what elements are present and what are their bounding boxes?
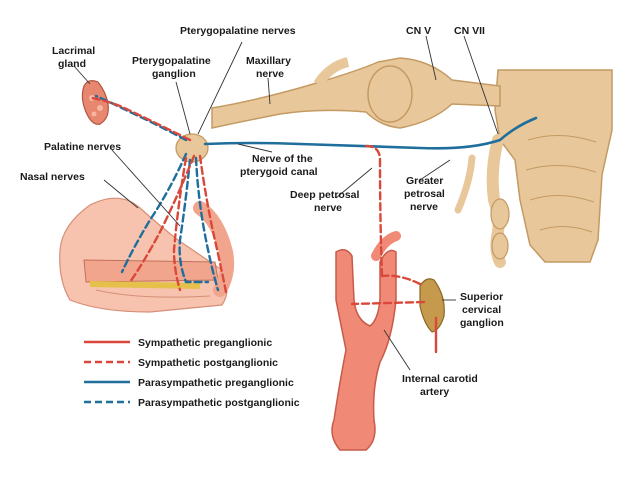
greater-petrosal-branch [454, 154, 476, 214]
brainstem [494, 69, 613, 263]
legend-item-parasympathetic-preganglionic: Parasympathetic preganglionic [84, 377, 294, 389]
pterygopalatine-ganglion-label: ganglion [152, 68, 196, 80]
internal-carotid-artery [331, 231, 401, 451]
deep-petrosal-nerve-label: Deep petrosal [290, 189, 360, 201]
nerve-pterygoid-canal-label: pterygoid canal [240, 166, 318, 178]
parasympathetic-preganglionic-path [203, 116, 538, 150]
nerve-pterygoid-canal-label: Nerve of the [252, 153, 313, 165]
legend-label: Sympathetic preganglionic [138, 337, 272, 349]
leader-lines [73, 35, 499, 371]
cn-v-label: CN V [406, 25, 431, 37]
palatine-nerves-label: Palatine nerves [44, 141, 121, 153]
superior-cervical-ganglion-label: cervical [462, 304, 501, 316]
legend-label: Sympathetic postganglionic [138, 357, 278, 369]
maxillary-nerve-label: nerve [256, 68, 284, 80]
legend-label: Parasympathetic preganglionic [138, 377, 294, 389]
superior-cervical-ganglion [419, 278, 445, 333]
maxillary-nerve-label: Maxillary [246, 55, 291, 67]
superior-cervical-ganglion-label: ganglion [460, 317, 504, 329]
internal-carotid-artery-label: Internal carotid [402, 373, 478, 385]
lacrimal-gland-label: gland [58, 58, 86, 70]
legend: Sympathetic preganglionic Sympathetic po… [84, 337, 300, 409]
nasal-nerves-label: Nasal nerves [20, 171, 85, 183]
legend-item-sympathetic-preganglionic: Sympathetic preganglionic [84, 337, 272, 349]
legend-item-parasympathetic-postganglionic: Parasympathetic postganglionic [84, 397, 300, 409]
deep-petrosal-nerve-label: nerve [314, 202, 342, 214]
greater-petrosal-nerve-label: petrosal [404, 188, 445, 200]
pterygopalatine-nerves-label: Pterygopalatine nerves [180, 25, 296, 37]
pterygopalatine-ganglion-label: Pterygopalatine [132, 55, 211, 67]
trigeminal-nerve [211, 57, 501, 129]
superior-cervical-ganglion-label: Superior [460, 291, 503, 303]
greater-petrosal-nerve-label: nerve [410, 201, 438, 213]
diagram-labels: Lacrimal gland Pterygopalatine nerves Pt… [20, 25, 504, 398]
legend-label: Parasympathetic postganglionic [138, 397, 300, 409]
legend-item-sympathetic-postganglionic: Sympathetic postganglionic [84, 357, 278, 369]
cn-vii-label: CN VII [454, 25, 485, 37]
facial-nerve [486, 134, 510, 268]
lacrimal-gland-label: Lacrimal [52, 45, 95, 57]
sympathetic-postganglionic-path [90, 96, 426, 306]
greater-petrosal-nerve-label: Greater [406, 175, 443, 187]
internal-carotid-artery-label: artery [420, 386, 449, 398]
lacrimal-gland [81, 80, 109, 125]
